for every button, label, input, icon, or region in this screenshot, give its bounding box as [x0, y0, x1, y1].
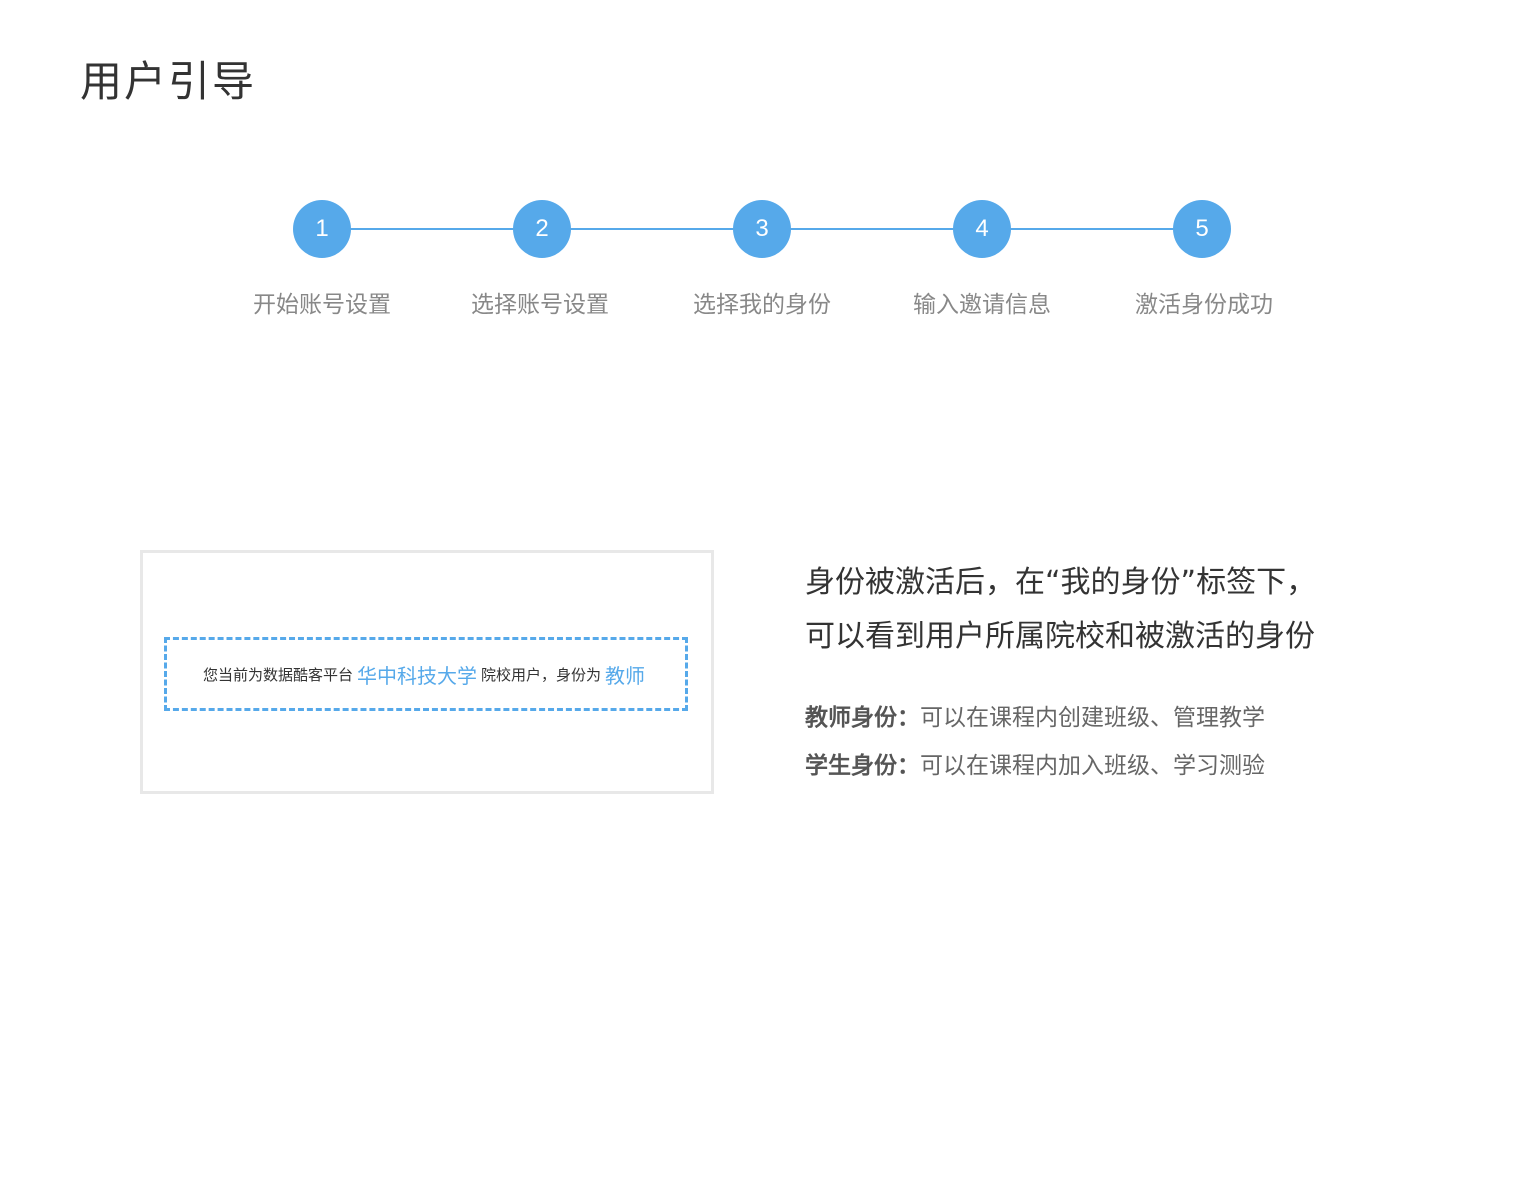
- step-2-circle[interactable]: 2: [513, 200, 571, 258]
- description-line-2: 可以看到用户所属院校和被激活的身份: [805, 619, 1315, 654]
- notice-prefix: 您当前为数据酷客平台: [202, 665, 353, 684]
- step-2-label: 选择账号设置: [471, 292, 609, 318]
- step-connector: [1010, 228, 1174, 230]
- progress-stepper: 1 2 3 4 5 开始账号设置 选择账号设置 选择我的身份 输入邀请信息 激活…: [0, 0, 1524, 340]
- role-row-teacher: 教师身份：可以在课程内创建班级、管理教学: [805, 694, 1505, 742]
- role-title: 学生身份：: [805, 753, 920, 779]
- school-name: 华中科技大学: [357, 663, 477, 688]
- role-row-student: 学生身份：可以在课程内加入班级、学习测验: [805, 742, 1505, 790]
- step-4-circle[interactable]: 4: [953, 200, 1011, 258]
- step-connector: [350, 228, 514, 230]
- activation-description: 身份被激活后，在“我的身份”标签下， 可以看到用户所属院校和被激活的身份: [805, 556, 1505, 664]
- step-5-label: 激活身份成功: [1135, 292, 1273, 318]
- role-title: 教师身份：: [805, 705, 920, 731]
- step-1-circle[interactable]: 1: [293, 200, 351, 258]
- identity-preview-card: 您当前为数据酷客平台 华中科技大学 院校用户，身份为 教师: [140, 550, 714, 794]
- step-3-label: 选择我的身份: [693, 292, 831, 318]
- step-connector: [790, 228, 954, 230]
- role-name-highlight: 教师: [605, 663, 646, 688]
- step-1-label: 开始账号设置: [253, 292, 391, 318]
- role-desc: 可以在课程内创建班级、管理教学: [920, 705, 1265, 731]
- step-connector: [570, 228, 734, 230]
- description-line-1: 身份被激活后，在“我的身份”标签下，: [805, 565, 1317, 600]
- step-4-label: 输入邀请信息: [913, 292, 1051, 318]
- role-list: 教师身份：可以在课程内创建班级、管理教学 学生身份：可以在课程内加入班级、学习测…: [805, 694, 1505, 790]
- notice-middle: 院校用户，身份为: [481, 665, 602, 684]
- identity-notice: 您当前为数据酷客平台 华中科技大学 院校用户，身份为 教师: [164, 637, 688, 711]
- step-3-circle[interactable]: 3: [733, 200, 791, 258]
- role-desc: 可以在课程内加入班级、学习测验: [920, 753, 1265, 779]
- page-title: 用户引导: [80, 57, 257, 106]
- step-5-circle[interactable]: 5: [1173, 200, 1231, 258]
